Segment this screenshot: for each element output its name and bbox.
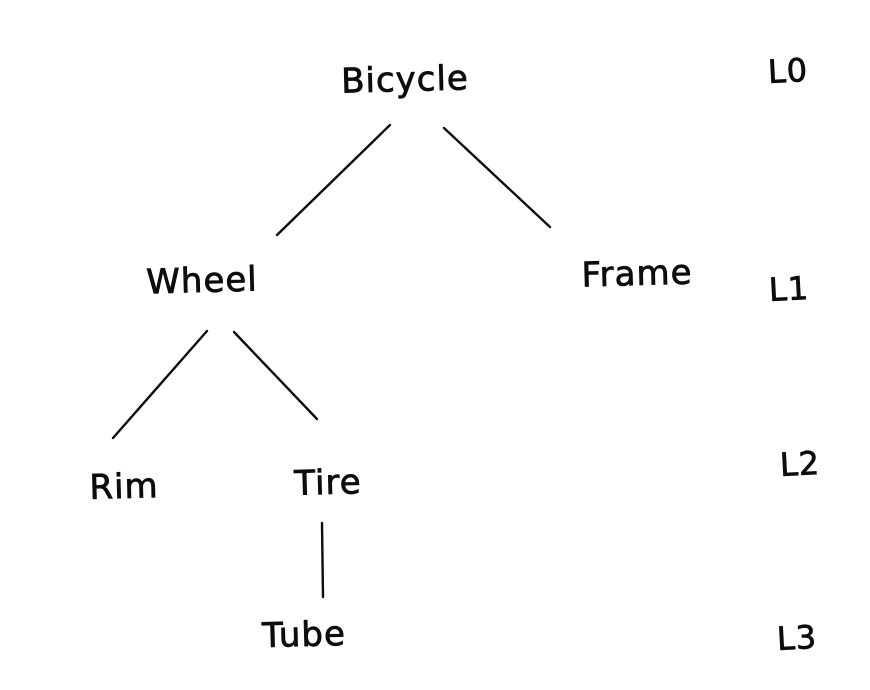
level-label-l0: L0 [766,50,810,92]
level-label-l3: L3 [775,617,819,659]
edge-bicycle-frame [442,126,552,229]
edge-bicycle-wheel [275,123,392,237]
node-frame: Frame [581,252,694,296]
level-label-l2: L2 [778,443,822,485]
node-bicycle: Bicycle [340,58,470,102]
level-label-l1: L1 [767,268,811,310]
node-wheel: Wheel [145,259,259,303]
node-tire: Tire [293,462,363,505]
edge-wheel-rim [111,329,209,440]
edge-wheel-tire [232,330,319,421]
node-rim: Rim [88,466,160,509]
edge-tire-tube [320,521,325,599]
node-tube: Tube [261,613,347,657]
